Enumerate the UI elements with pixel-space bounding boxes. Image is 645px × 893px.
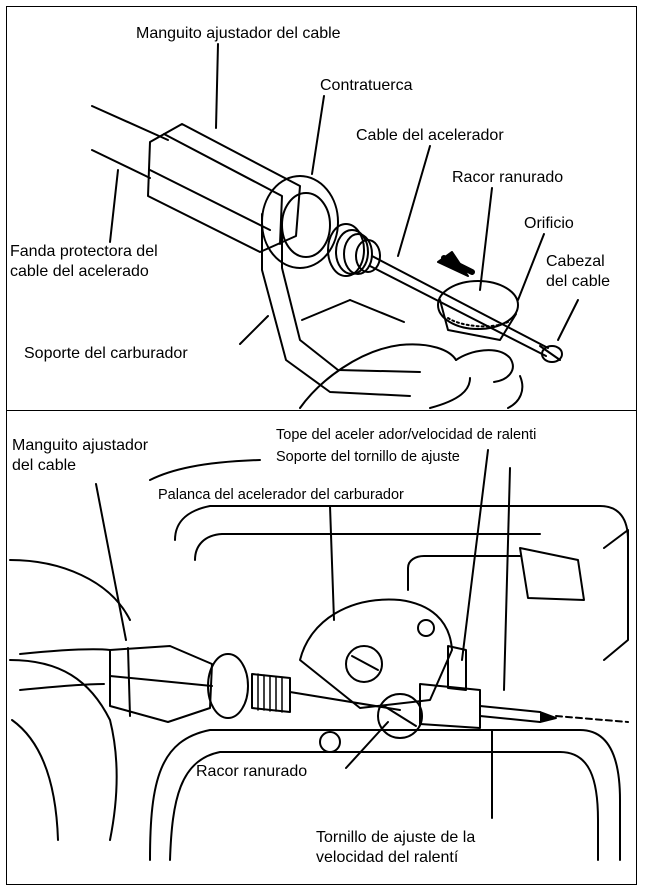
spring <box>327 223 365 277</box>
lever-screw <box>345 645 383 683</box>
label-contratuerca: Contratuerca <box>320 77 413 94</box>
diagram-frame <box>6 6 637 885</box>
cable-housing-line-upper <box>91 105 169 141</box>
carburetor-body <box>299 598 453 709</box>
throttle-stop <box>447 645 467 691</box>
spring-bottom <box>251 673 291 713</box>
cable-housing-line-lower <box>91 149 151 179</box>
label-funda: Fanda protectora del cable del acelerado <box>10 243 158 280</box>
leader-orificio <box>517 233 545 301</box>
label-soporte-tornillo: Soporte del tornillo de ajuste <box>276 449 460 465</box>
panel-divider <box>6 410 637 411</box>
leader-racor-bottom <box>345 721 389 769</box>
cover-outline <box>9 559 131 621</box>
label-manguito-bottom: Manguito ajustador del cable <box>12 437 149 474</box>
engine-housing <box>174 505 629 541</box>
locknut-bottom <box>207 653 249 719</box>
leader-racor <box>479 187 493 291</box>
cable-housing-bottom <box>19 648 111 655</box>
hand-outline <box>299 343 457 409</box>
adjuster-sleeve-bottom <box>109 645 213 723</box>
inner-cable-bottom <box>289 691 401 711</box>
leader-soporte <box>239 315 269 345</box>
idle-adjust-screw <box>479 705 541 713</box>
label-tornillo: Tornillo de ajuste de la velocidad del r… <box>316 829 476 866</box>
label-racor-top: Racor ranurado <box>452 169 564 186</box>
label-manguito-top: Manguito ajustador del cable <box>136 25 341 42</box>
label-tope: Tope del aceler ador/velocidad de ralent… <box>276 427 537 443</box>
leader-soporte-tornillo <box>503 467 511 691</box>
lower-housing <box>149 729 621 861</box>
leader-manguito <box>215 43 219 129</box>
top-illustration <box>91 43 579 409</box>
leader-contratuerca <box>311 95 325 175</box>
adjust-screw-bracket <box>419 683 481 729</box>
label-cable-acelerador: Cable del acelerador <box>356 127 504 144</box>
slotted-fitting-bottom <box>377 693 423 739</box>
leader-funda <box>109 169 119 243</box>
leader-palanca <box>329 505 335 621</box>
slotted-fitting <box>437 280 519 330</box>
label-palanca: Palanca del acelerador del carburador <box>158 487 404 503</box>
handle-grip <box>519 547 585 601</box>
carburetor-bracket <box>261 213 411 397</box>
label-soporte-carburador: Soporte del carburador <box>24 345 188 362</box>
label-orificio: Orificio <box>524 215 574 232</box>
inner-cable-upper <box>371 255 549 349</box>
leader-tope <box>461 449 489 661</box>
adjuster-sleeve <box>147 123 301 253</box>
cable-end <box>541 345 563 363</box>
bottom-illustration <box>9 449 629 861</box>
leader-cabezal <box>557 299 579 341</box>
leader-manguito-bottom <box>95 483 127 641</box>
label-cabezal: Cabezal del cable <box>546 253 611 290</box>
inner-cable-lower <box>369 265 547 357</box>
label-racor-bottom: Racor ranurado <box>196 763 308 780</box>
leader-cable <box>397 145 431 257</box>
